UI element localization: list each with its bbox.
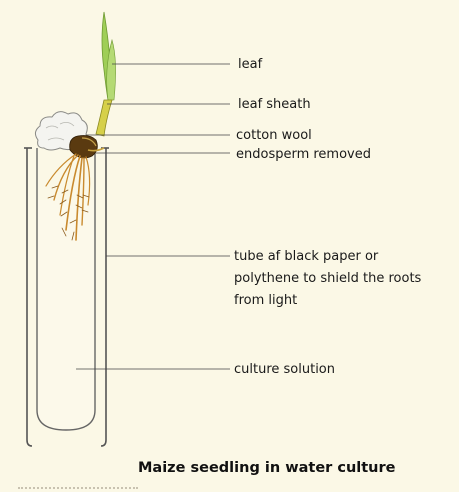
page-edge-decoration — [18, 487, 138, 492]
label-leaf-sheath: leaf sheath — [238, 97, 311, 112]
tube-outer-wall-right — [100, 148, 107, 447]
label-tube: tube af black paper or polythene to shie… — [234, 249, 422, 308]
label-culture-solution: culture solution — [234, 362, 336, 377]
label-cotton-wool: cotton wool — [236, 128, 312, 143]
label-leaf: leaf — [238, 57, 263, 72]
seed — [69, 135, 105, 159]
roots — [45, 153, 91, 241]
leaf-sheath — [95, 99, 113, 137]
tube-inner-glass — [36, 148, 96, 431]
diagram-caption: Maize seedling in water culture — [138, 460, 396, 476]
culture-solution-fill — [38, 200, 94, 429]
label-endosperm: endosperm removed — [236, 147, 371, 162]
leaf — [101, 11, 116, 101]
tube-outer-wall — [26, 148, 33, 447]
